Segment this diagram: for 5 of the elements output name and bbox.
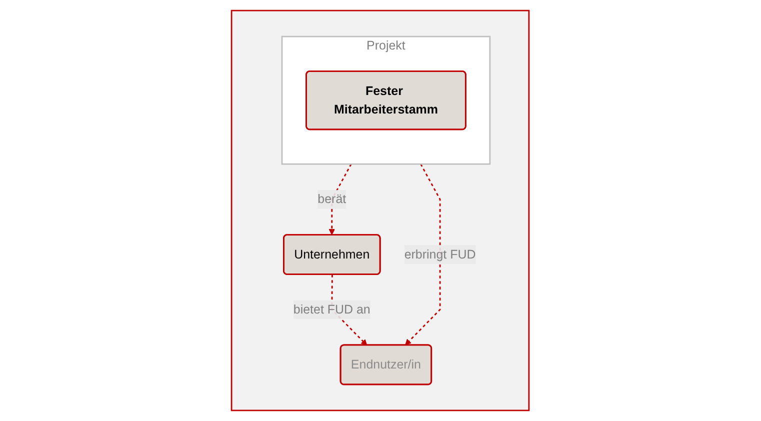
edge-label: bietet FUD an	[294, 302, 371, 316]
cluster	[231, 10, 530, 412]
arrow	[405, 164, 441, 346]
edge-label: erbringt FUD	[404, 247, 476, 262]
edge-label: berät	[318, 192, 346, 206]
